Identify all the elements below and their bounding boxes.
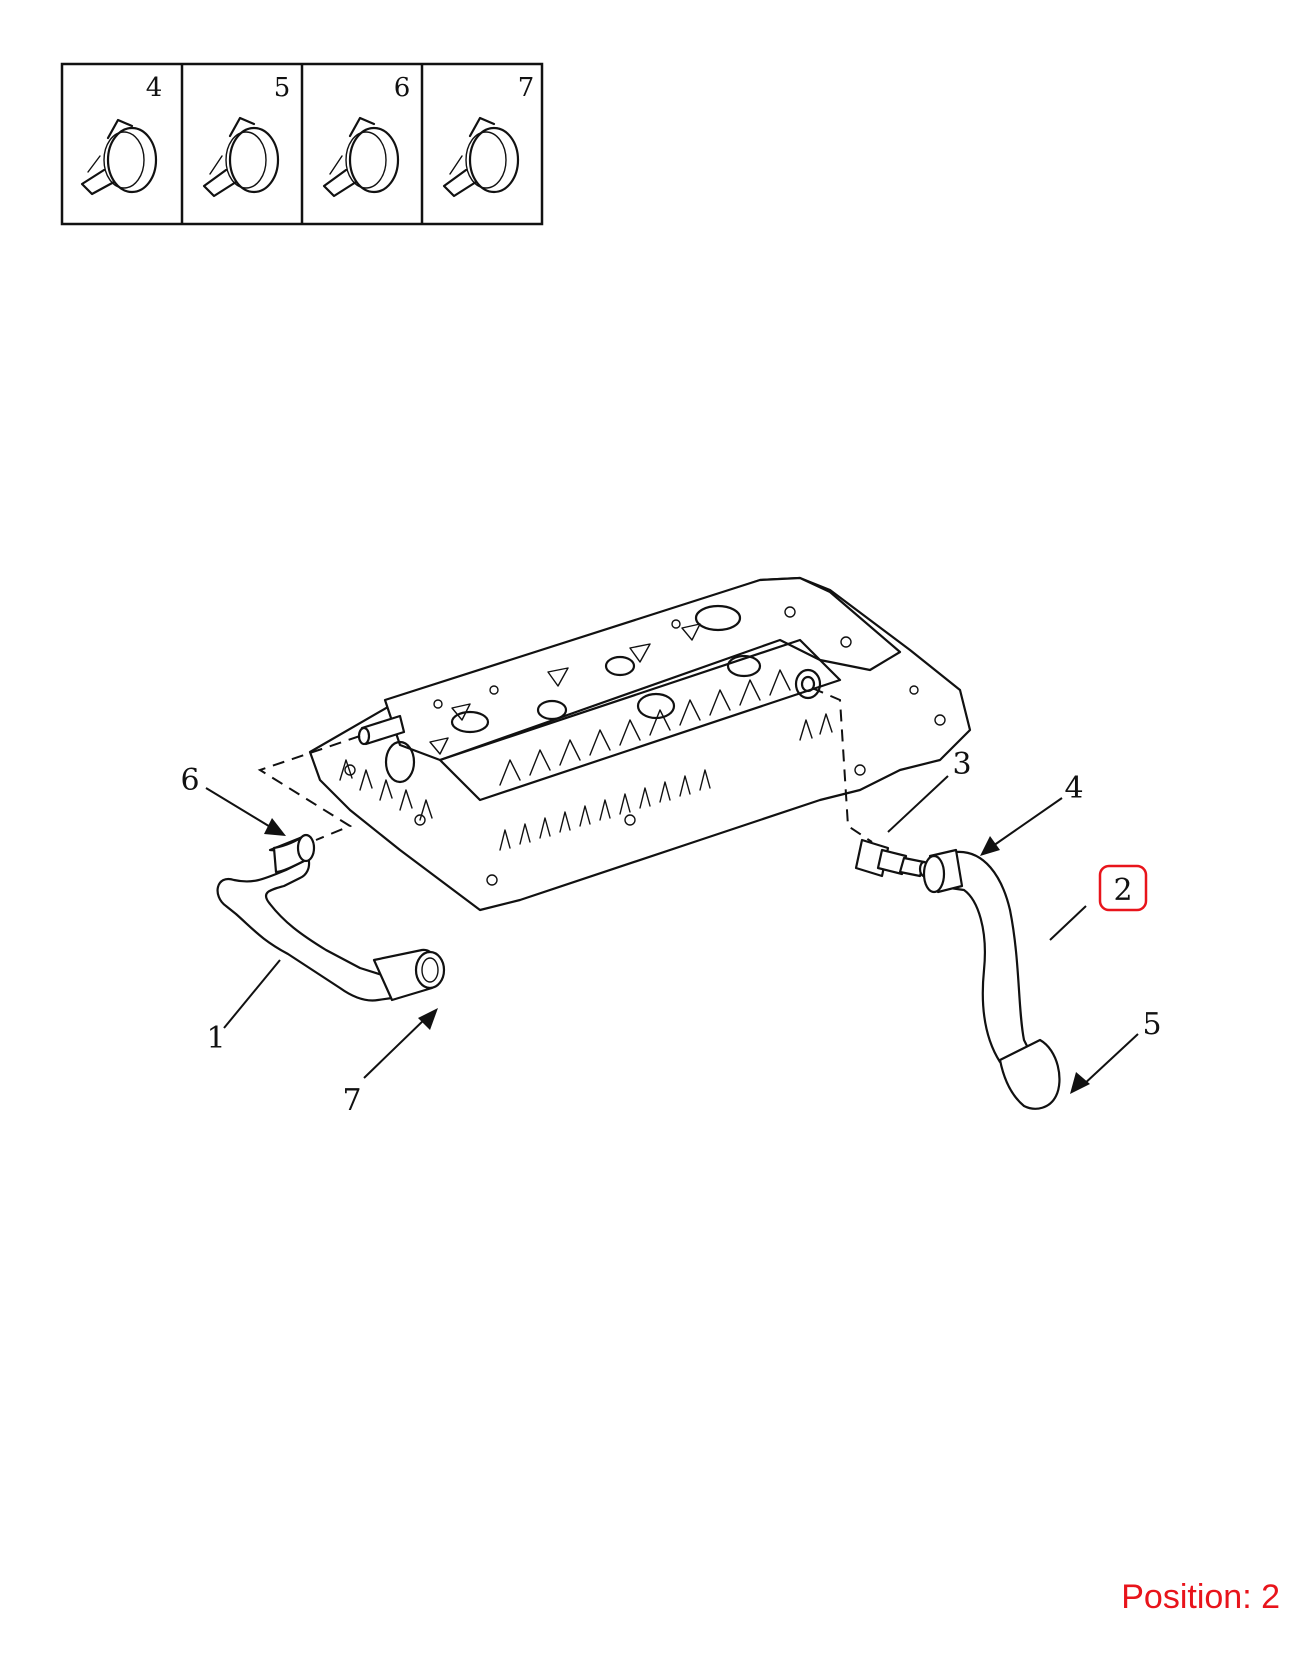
callout-7: 7 xyxy=(342,1083,361,1118)
clamp-inset: 4 5 6 7 xyxy=(60,62,544,226)
highlighted-callout: 2 xyxy=(1098,864,1148,912)
callout-6: 6 xyxy=(180,763,199,798)
arrow-heads xyxy=(264,818,1090,1094)
connection-lines xyxy=(257,687,873,843)
clamp-icon xyxy=(80,118,158,196)
hose-1 xyxy=(216,833,446,1002)
inset-label-6: 6 xyxy=(394,73,411,103)
valve-cover xyxy=(308,576,972,912)
clamp-icon xyxy=(442,116,520,198)
pcv-valve xyxy=(854,838,930,878)
callout-4: 4 xyxy=(1064,771,1083,806)
callout-2: 2 xyxy=(1113,873,1132,908)
leader-lines xyxy=(205,775,1139,1087)
inset-label-4: 4 xyxy=(146,73,163,103)
callout-1: 1 xyxy=(206,1021,225,1056)
callout-5: 5 xyxy=(1142,1007,1161,1042)
inset-label-7: 7 xyxy=(518,73,535,103)
hose-2 xyxy=(922,848,1061,1110)
clamp-icon xyxy=(202,116,280,198)
callout-3: 3 xyxy=(952,747,971,782)
clamp-icon xyxy=(322,116,400,198)
position-label: Position: 2 xyxy=(1121,1578,1280,1616)
inset-label-5: 5 xyxy=(274,73,291,103)
